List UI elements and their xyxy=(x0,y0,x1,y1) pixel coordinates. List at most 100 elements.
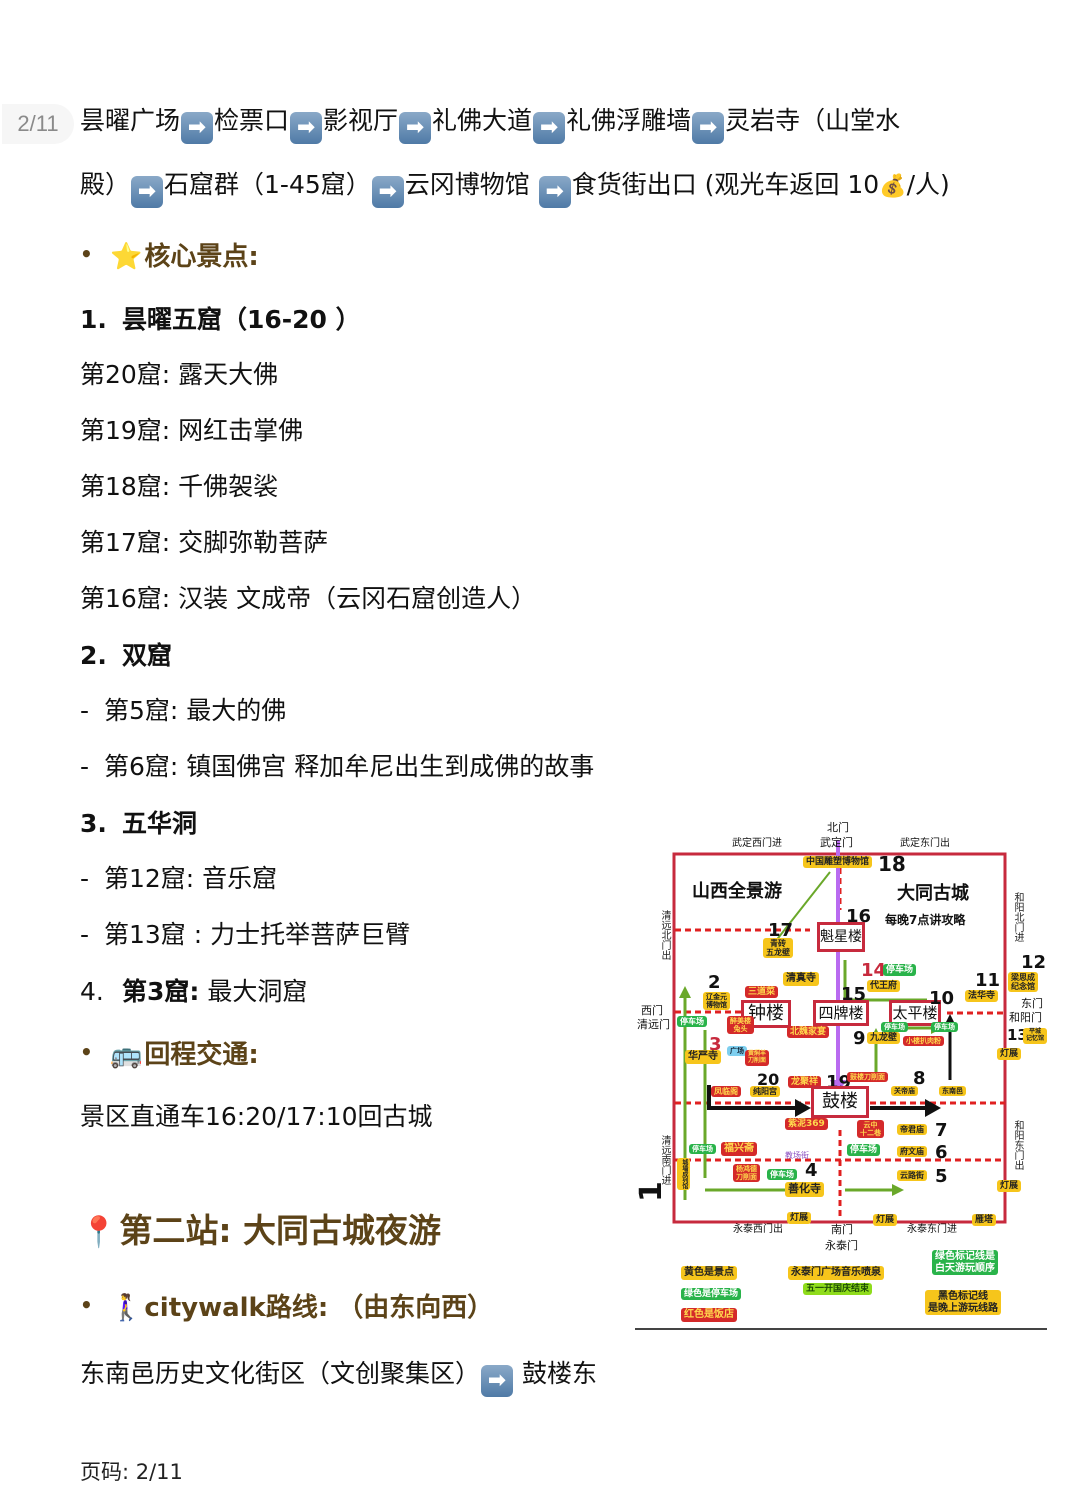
route-line-1: 昙曜广场➡检票口➡影视厅➡礼佛大道➡礼佛浮雕墙➡灵岩寺（山堂水 xyxy=(80,104,900,144)
cave-item: -第5窟: 最大的佛 xyxy=(80,691,286,727)
cave-text: 第13窟 : 力士托举菩萨巨臂 xyxy=(104,920,411,949)
restaurant-tag: 杨鸿德 刀削面 xyxy=(733,1164,760,1183)
spot-number: 20 xyxy=(757,1070,780,1089)
arrow-right-icon: ➡ xyxy=(181,112,214,144)
taiping-tower-box: 太平楼 xyxy=(889,1000,941,1026)
page-number-footer: 页码: 2/11 xyxy=(80,1460,183,1484)
dash: - xyxy=(80,864,90,893)
route-line-2: 殿）➡石窟群（1-45窟）➡云冈博物馆 ➡食货街出口 (观光车返回 10💰/人) xyxy=(80,168,950,208)
station-2-heading: 📍第二站: 大同古城夜游 xyxy=(80,1204,441,1252)
citywalk-heading: • 🚶‍♀️citywalk路线: （由东向西） xyxy=(80,1287,493,1324)
east-north-gate-label: 和阳北门进 xyxy=(1012,892,1023,942)
route-stop: 礼佛大道 xyxy=(432,106,533,135)
heyang-gate-label: 和阳门 xyxy=(1009,1011,1042,1024)
spot-number: 3 xyxy=(709,1034,722,1055)
page-indicator-badge: 2/11 xyxy=(2,104,74,144)
walking-woman-icon: 🚶‍♀️ xyxy=(110,1293,143,1323)
spot-number: 14 xyxy=(861,960,887,981)
parking-tag: 停车场 xyxy=(881,1022,908,1033)
drum-tower-box: 鼓楼 xyxy=(811,1086,869,1118)
cave-text: 第6窟: 镇国佛宫 释加牟尼出生到成佛的故事 xyxy=(104,752,595,781)
route-stop: 云冈博物馆 xyxy=(404,170,538,199)
east-south-gate-label: 和阳东门出 xyxy=(1012,1120,1023,1170)
parking-tag: 停车场 xyxy=(767,1169,797,1181)
star-icon: ⭐ xyxy=(110,242,143,272)
route-stop: 东南邑历史文化街区（文创聚集区） xyxy=(80,1359,481,1388)
fenglin-pavilion-tag: 凤临阁 xyxy=(711,1086,741,1098)
five-dragon-wall-tag: 青砖 五龙壁 xyxy=(763,938,793,959)
arrow-right-icon: ➡ xyxy=(131,176,164,208)
restaurant-tag: 鼓楼刀削面 xyxy=(847,1072,888,1083)
yongtai-east-in-label: 永泰东门进 xyxy=(907,1224,957,1235)
south-gate-label: 南门 xyxy=(831,1223,853,1236)
wuding-gate-label: 武定门 xyxy=(820,836,853,849)
yongtai-gate-label: 永泰门 xyxy=(825,1239,858,1252)
longjuxiang-tag: 龙聚祥 xyxy=(788,1076,822,1089)
cave-text: 第5窟: 最大的佛 xyxy=(104,696,287,725)
group-heading-4: 4.第3窟: 最大洞窟 xyxy=(80,972,307,1008)
cave-item: 第16窟: 汉装 文成帝（云冈石窟创造人） xyxy=(80,584,537,613)
group-number: 3. xyxy=(80,809,107,838)
light-show-tag: 灯展 xyxy=(787,1212,812,1225)
spot-number: 17 xyxy=(768,920,794,941)
transport-heading: •🚌回程交通: xyxy=(80,1034,259,1071)
north-gate-label: 北门 xyxy=(827,821,849,834)
light-show-tag: 灯展 xyxy=(997,1048,1022,1061)
huayan-temple-tag: 华严寺 xyxy=(685,1050,721,1064)
light-show-tag: 灯展 xyxy=(997,1180,1022,1193)
restaurant-tag: 黄焖羊 刀削面 xyxy=(745,1050,770,1066)
mosque-tag: 清真寺 xyxy=(783,972,819,986)
money-bag-icon: 💰 xyxy=(879,174,907,199)
core-sights-heading: •⭐核心景点: xyxy=(80,236,259,273)
light-show-tag: 灯展 xyxy=(873,1214,898,1227)
cave-item: -第6窟: 镇国佛宫 释加牟尼出生到成佛的故事 xyxy=(80,747,594,783)
bullet: • xyxy=(80,1293,93,1317)
dash: - xyxy=(80,696,90,725)
transport-text: 景区直通车16:20/17:10回古城 xyxy=(80,1102,433,1131)
core-sights-title: 核心景点: xyxy=(144,242,259,272)
dash: - xyxy=(80,752,90,781)
liaojin-museum-tag: 辽金元 博物馆 xyxy=(703,992,730,1011)
daiwang-palace-tag: 代王府 xyxy=(867,980,901,993)
wild-goose-pagoda-tag: 雁塔 xyxy=(972,1214,997,1227)
jiaochang-street-label: 教场街 xyxy=(785,1151,809,1160)
west-south-gate-label: 清远南门进 xyxy=(659,1135,670,1185)
spot-number: 12 xyxy=(1021,952,1047,973)
nine-dragon-wall-tag: 九龙壁 xyxy=(867,1032,901,1045)
wuding-east-out-label: 武定东门出 xyxy=(900,838,950,849)
pin-icon: 📍 xyxy=(80,1215,118,1250)
guandi-temple-tag: 关帝庙 xyxy=(891,1086,918,1097)
legend-red: 红色是饭店 xyxy=(681,1308,737,1322)
citywalk-route: 东南邑历史文化街区（文创聚集区）➡ 鼓楼东 xyxy=(80,1354,597,1397)
legend-fountain-dates: 五一开国庆结束 xyxy=(803,1283,873,1296)
cave-item: 第20窟: 露天大佛 xyxy=(80,360,279,389)
west-north-gate-label: 清远北门出 xyxy=(659,910,670,960)
west-gate-label: 西门 xyxy=(641,1004,663,1017)
fuxing-restaurant-tag: 福兴斋 xyxy=(721,1142,757,1156)
group-number: 1. xyxy=(80,305,107,334)
route-stop: 石窟群（1-45窟） xyxy=(164,170,371,199)
datong-ancient-city-map: 北门 武定门 武定西门进 武定东门出 中国雕塑博物馆 18 山西全景游 大同古城… xyxy=(634,800,1048,1330)
parking-tag: 停车场 xyxy=(677,1016,707,1028)
parking-tag: 停车场 xyxy=(847,1144,881,1157)
spot-number: 13 xyxy=(1007,1026,1028,1044)
qingyuan-gate-label: 清远门 xyxy=(637,1018,670,1031)
liang-sicheng-memorial-tag: 梁思成 纪念馆 xyxy=(1008,972,1038,993)
route-stop: 礼佛浮雕墙 xyxy=(566,106,692,135)
arrow-right-icon: ➡ xyxy=(290,112,323,144)
spot-number: 7 xyxy=(935,1120,948,1141)
spot-number: 5 xyxy=(935,1166,948,1187)
citywalk-title: citywalk路线: （由东向西） xyxy=(144,1293,494,1323)
yunlu-street-tag: 云路街 xyxy=(897,1170,927,1182)
group-title: 双窟 xyxy=(122,641,173,670)
cave-item: 第17窟: 交脚弥勒菩萨 xyxy=(80,528,329,557)
station-2-title: 第二站: 大同古城夜游 xyxy=(119,1211,442,1250)
dijun-temple-tag: 帝君庙 xyxy=(897,1124,927,1136)
route-stop: 殿） xyxy=(80,170,131,199)
group-heading-1: 1.昙曜五窟（16-20 ） xyxy=(80,300,361,336)
group-title-rest: 最大洞窟 xyxy=(199,977,308,1006)
restaurant-tag: 小楼扒肉粉 xyxy=(903,1036,944,1047)
route-stop: 影视厅 xyxy=(323,106,399,135)
arrow-right-icon: ➡ xyxy=(481,1365,514,1397)
cave-item: -第12窟: 音乐窟 xyxy=(80,859,277,895)
